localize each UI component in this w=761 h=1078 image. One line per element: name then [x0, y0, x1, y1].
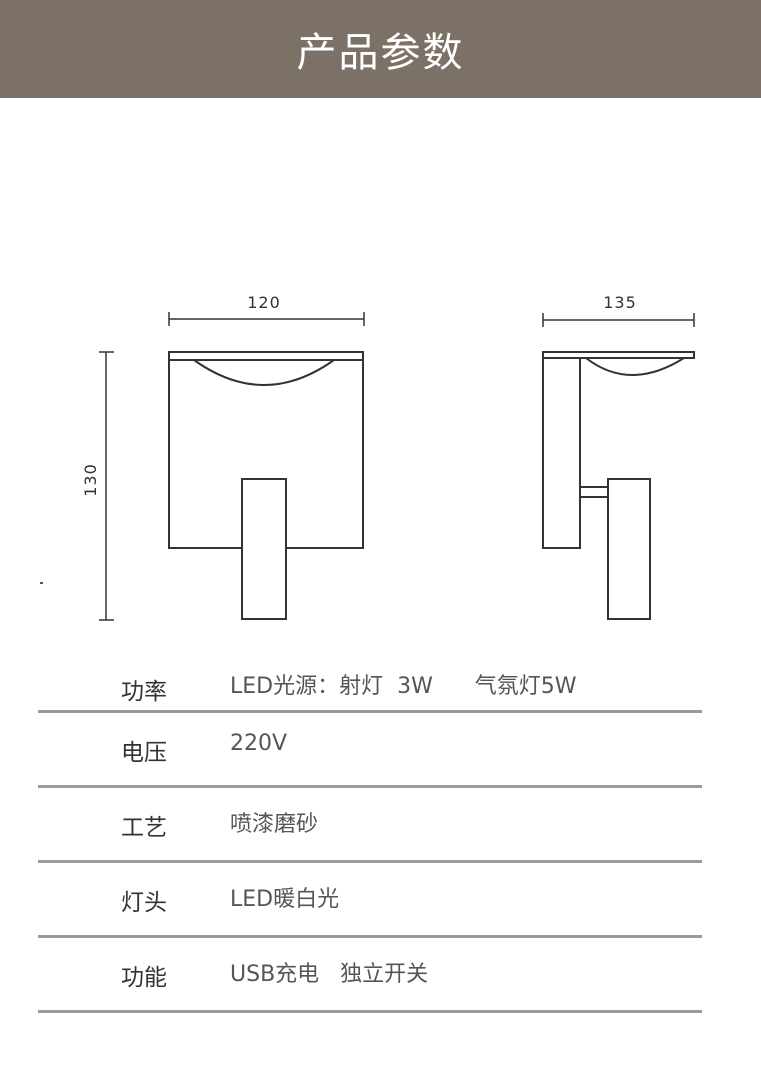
side-view-spotlight: [607, 478, 651, 620]
side-view-wall-plate: [542, 357, 581, 549]
spec-label: 功能: [121, 965, 167, 991]
spec-row-lamp: 灯头 LED暖白光: [38, 863, 702, 938]
spec-row-power: 功率 LED光源：射灯 3W 气氛灯5W: [38, 650, 702, 713]
page-header: 产品参数: [0, 0, 761, 98]
spec-table: 功率 LED光源：射灯 3W 气氛灯5W 电压 220V 工艺 喷漆磨砂 灯头 …: [38, 650, 702, 1013]
page-title: 产品参数: [296, 30, 465, 76]
spec-row-function: 功能 USB充电 独立开关: [38, 938, 702, 1013]
side-view-top-plate: [542, 351, 695, 359]
front-view-shade: [193, 359, 335, 386]
front-view-spotlight: [241, 478, 287, 620]
spec-value: 220V: [230, 731, 288, 756]
front-width-label: 120: [247, 293, 281, 312]
side-view-arm: [579, 486, 609, 498]
side-depth-label: 135: [603, 293, 637, 312]
height-label: 130: [81, 463, 100, 497]
stray-mark: [40, 582, 43, 584]
spec-value: USB充电 独立开关: [230, 962, 429, 987]
spec-label: 工艺: [121, 815, 167, 841]
spec-label: 灯头: [121, 890, 167, 916]
spec-label: 功率: [121, 679, 167, 705]
spec-label: 电压: [121, 740, 167, 766]
dimension-drawing: 120 135 130: [0, 280, 761, 630]
spec-row-voltage: 电压 220V: [38, 713, 702, 788]
spec-row-craft: 工艺 喷漆磨砂: [38, 788, 702, 863]
spec-value: LED光源：射灯 3W 气氛灯5W: [230, 674, 577, 699]
spec-value: 喷漆磨砂: [230, 812, 319, 837]
drawing-svg: 120 135 130: [81, 293, 695, 621]
spec-value: LED暖白光: [230, 887, 340, 912]
side-view-shade: [585, 357, 685, 376]
